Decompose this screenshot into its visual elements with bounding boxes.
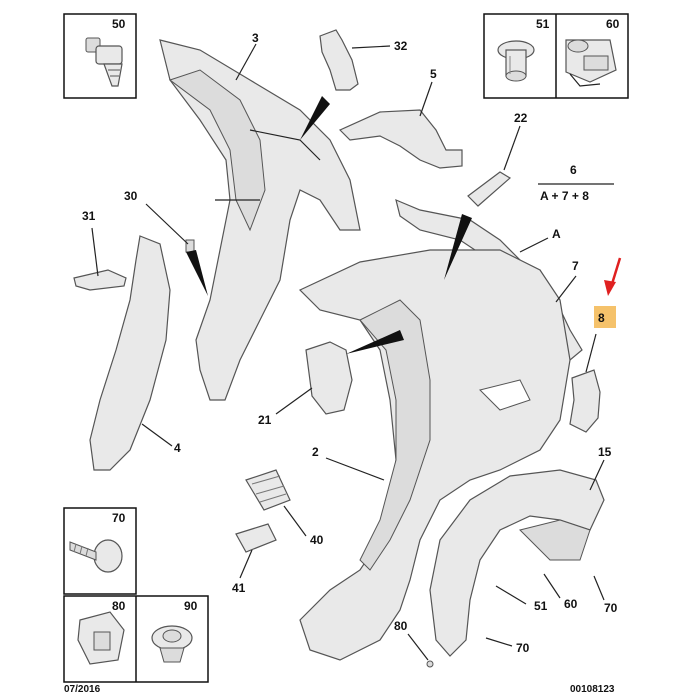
clip-60-icon bbox=[565, 39, 617, 87]
box-label-50: 50 bbox=[112, 17, 126, 31]
part-box-51-60: 51 60 bbox=[483, 13, 629, 99]
part-2-quarter-panel bbox=[298, 249, 571, 661]
red-arrow-shaft bbox=[610, 257, 622, 285]
part-32-bracket bbox=[319, 29, 359, 91]
label-6-sum: A + 7 + 8 bbox=[540, 189, 589, 203]
highlight-marker-8: 8 bbox=[594, 257, 622, 328]
rivet-51-icon bbox=[497, 40, 535, 82]
box-label-70: 70 bbox=[112, 511, 126, 525]
part-31-bracket bbox=[73, 269, 127, 291]
label-3: 3 bbox=[252, 31, 259, 45]
pointer-wedges bbox=[186, 96, 472, 354]
part-40-grille bbox=[245, 469, 291, 511]
part-30-pin bbox=[185, 239, 195, 253]
label-21: 21 bbox=[258, 413, 272, 427]
part-21-cap bbox=[305, 341, 353, 415]
label-6: 6 bbox=[570, 163, 577, 177]
box-label-80: 80 bbox=[112, 599, 126, 613]
label-32: 32 bbox=[394, 39, 408, 53]
label-51: 51 bbox=[534, 599, 548, 613]
part-80-pin bbox=[426, 660, 434, 668]
red-arrow-icon bbox=[604, 280, 616, 296]
label-41: 41 bbox=[232, 581, 246, 595]
part-22-strip bbox=[467, 171, 512, 207]
highlight-box bbox=[594, 306, 616, 328]
label-31: 31 bbox=[82, 209, 96, 223]
label-40: 40 bbox=[310, 533, 324, 547]
box-label-51: 51 bbox=[536, 17, 550, 31]
footer-date: 07/2016 bbox=[64, 684, 101, 695]
part-3-pillar bbox=[159, 39, 361, 401]
part-4-inner-pillar bbox=[89, 235, 171, 471]
label-80: 80 bbox=[394, 619, 408, 633]
label-2: 2 bbox=[312, 445, 319, 459]
part-box-80-90: 80 90 bbox=[63, 595, 209, 683]
label-60: 60 bbox=[564, 597, 578, 611]
part-box-50: 50 bbox=[63, 13, 137, 99]
label-5: 5 bbox=[430, 67, 437, 81]
label-70-right: 70 bbox=[604, 601, 618, 615]
label-22: 22 bbox=[514, 111, 528, 125]
label-70-bottom: 70 bbox=[516, 641, 530, 655]
part-5-arch-liner bbox=[338, 109, 463, 169]
part-8-panel bbox=[569, 369, 601, 433]
part-15-wheel-liner bbox=[429, 469, 605, 657]
box-label-90: 90 bbox=[184, 599, 198, 613]
label-A: A bbox=[552, 227, 561, 241]
label-7: 7 bbox=[572, 259, 579, 273]
clip-50-icon bbox=[85, 37, 123, 87]
nut-90-icon bbox=[151, 625, 193, 663]
label-30: 30 bbox=[124, 189, 138, 203]
leader-lines bbox=[91, 43, 614, 661]
box-label-60: 60 bbox=[606, 17, 620, 31]
part-box-70: 70 bbox=[63, 507, 137, 595]
label-8: 8 bbox=[598, 311, 605, 325]
part-41-clip bbox=[235, 523, 277, 553]
label-4: 4 bbox=[174, 441, 181, 455]
fastener-80-icon bbox=[77, 611, 125, 665]
screw-70-icon bbox=[69, 539, 123, 573]
label-15: 15 bbox=[598, 445, 612, 459]
callout-labels: 3 32 5 22 6 A + 7 + 8 A 7 30 31 4 21 2 4… bbox=[82, 31, 618, 655]
footer-reference: 00108123 bbox=[570, 684, 615, 695]
